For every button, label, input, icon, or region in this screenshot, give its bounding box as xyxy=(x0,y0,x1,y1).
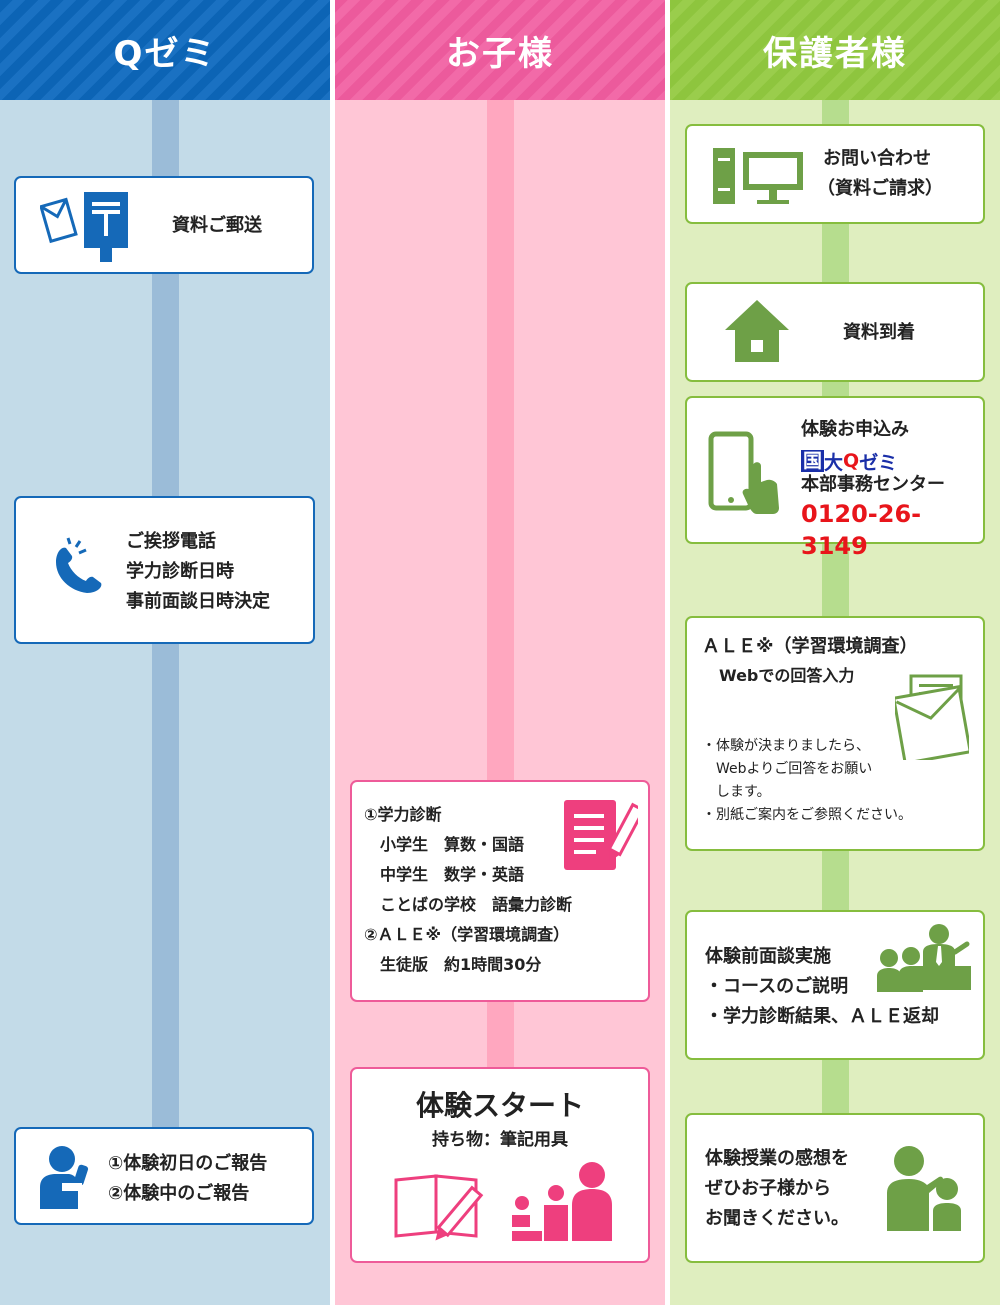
step-report-line-2: ②体験中のご報告 xyxy=(108,1183,250,1204)
mailbox-icon xyxy=(40,192,128,262)
step-diagnosis-card: ①学力診断 小学生 算数・国語 中学生 数学・英語 ことばの学校 語彙力診断 ②… xyxy=(350,780,650,1002)
diagnosis-line-1: ①学力診断 xyxy=(364,805,442,824)
column-header: お子様 xyxy=(335,0,665,100)
column-header: Qゼミ xyxy=(0,0,330,100)
column-child: お子様 ①学力診断 小学生 算数・国語 中学生 数学・英語 ことばの学校 語彙力… xyxy=(335,0,665,1305)
house-icon xyxy=(725,300,789,362)
step-report-line-1: ①体験初日のご報告 xyxy=(108,1153,268,1174)
column-title: 保護者様 xyxy=(763,33,907,74)
step-ale-card: ＡＬＥ※（学習環境調査） Webでの回答入力 ・体験が決まりましたら、 Webよ… xyxy=(685,616,985,851)
ale-subtitle: Webでの回答入力 xyxy=(719,666,855,685)
step-start-card: 体験スタート 持ち物：筆記用具 xyxy=(350,1067,650,1263)
student-teacher-icon xyxy=(512,1162,612,1241)
step-report-card: ①体験初日のご報告 ②体験中のご報告 xyxy=(14,1127,314,1225)
apply-line-1: 体験お申込み xyxy=(801,419,909,440)
step-arrival-card: 資料到着 xyxy=(685,282,985,382)
step-mail-card: 資料ご郵送 xyxy=(14,176,314,274)
step-call-line-3: 事前面談日時決定 xyxy=(126,591,270,612)
interview-line-1: 体験前面談実施 xyxy=(705,946,831,967)
column-header: 保護者様 xyxy=(670,0,1000,100)
column-title: Qゼミ xyxy=(113,33,217,74)
start-title: 体験スタート xyxy=(415,1089,584,1122)
desktop-computer-icon xyxy=(713,148,803,204)
inquiry-line-1: お問い合わせ xyxy=(823,148,931,169)
interview-line-2: ・コースのご説明 xyxy=(705,976,849,997)
diagnosis-line-6: 生徒版 約1時間30分 xyxy=(364,955,542,974)
inquiry-line-2: （資料ご請求） xyxy=(817,178,943,199)
meeting-people-icon xyxy=(877,924,971,992)
start-subtitle: 持ち物：筆記用具 xyxy=(432,1130,568,1150)
column-qzemi: Qゼミ 資料ご郵送 ご挨拶電話 学力診断日時 事前面談日時決定 xyxy=(0,0,330,1305)
document-pen-icon xyxy=(564,800,638,870)
step-interview-card: 体験前面談実施 ・コースのご説明 ・学力診断結果、ＡＬＥ返却 xyxy=(685,910,985,1060)
envelope-document-icon xyxy=(895,674,969,760)
phone-number[interactable]: 0120-26-3149 xyxy=(801,500,922,560)
step-inquiry-card: お問い合わせ （資料ご請求） xyxy=(685,124,985,224)
arrival-text: 資料到着 xyxy=(843,322,915,343)
ale-note-4: ・別紙ご案内をご参照ください。 xyxy=(702,807,912,823)
feedback-line-3: お聞きください。 xyxy=(705,1208,849,1229)
telephone-icon xyxy=(56,537,102,593)
step-call-card: ご挨拶電話 学力診断日時 事前面談日時決定 xyxy=(14,496,315,644)
column-parent: 保護者様 お問い合わせ （資料ご請求） 資料到着 体験お申込み xyxy=(670,0,1000,1305)
diagnosis-line-4: ことばの学校 語彙力診断 xyxy=(364,895,573,914)
step-call-line-1: ご挨拶電話 xyxy=(126,531,216,552)
diagnosis-line-2: 小学生 算数・国語 xyxy=(364,835,525,854)
ale-note-1: ・体験が決まりましたら、 xyxy=(702,738,870,754)
step-call-line-2: 学力診断日時 xyxy=(126,561,234,582)
ale-title: ＡＬＥ※（学習環境調査） xyxy=(702,636,918,657)
feedback-line-2: ぜひお子様から xyxy=(705,1178,831,1199)
ale-note-2: Webよりご回答をお願い xyxy=(702,761,873,777)
feedback-line-1: 体験授業の感想を xyxy=(705,1148,849,1169)
diagnosis-line-3: 中学生 数学・英語 xyxy=(364,865,525,884)
step-mail-text: 資料ご郵送 xyxy=(172,215,262,236)
apply-line-2: 本部事務センター xyxy=(801,474,945,495)
step-feedback-card: 体験授業の感想を ぜひお子様から お聞きください。 xyxy=(685,1113,985,1263)
smartphone-tap-icon xyxy=(708,431,779,514)
diagnosis-line-5: ②ＡＬＥ※（学習環境調査） xyxy=(364,925,570,944)
book-pencil-icon xyxy=(394,1174,484,1241)
interview-line-3: ・学力診断結果、ＡＬＥ返却 xyxy=(705,1006,939,1027)
ale-note-3: します。 xyxy=(702,784,771,800)
column-title: お子様 xyxy=(446,33,554,74)
parent-child-icon xyxy=(887,1146,961,1231)
person-on-phone-icon xyxy=(40,1146,89,1209)
